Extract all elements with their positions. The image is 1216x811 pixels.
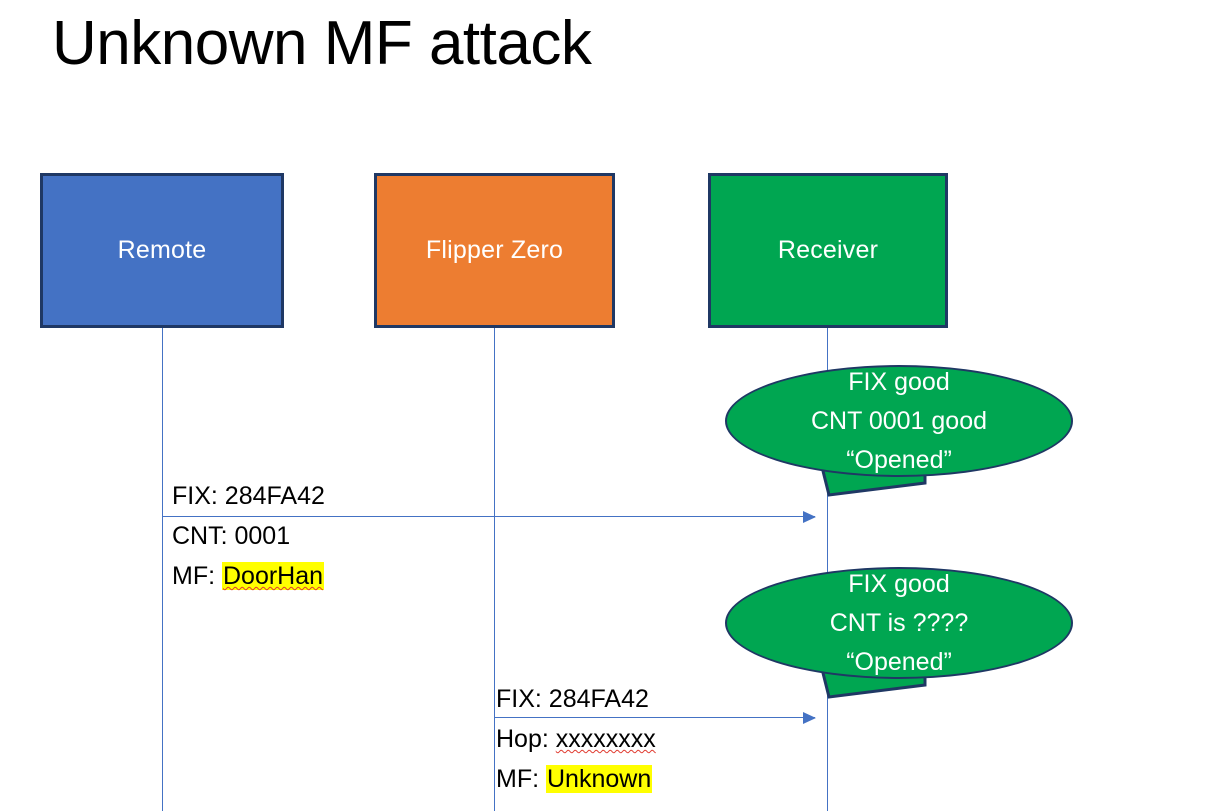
message-line-value: xxxxxxxx	[555, 725, 656, 753]
speech-bubble-line: CNT 0001 good	[810, 406, 988, 435]
speech-bubble-line: FIX good	[848, 569, 950, 598]
lifeline-remote	[162, 328, 163, 811]
message-line-value: 284FA42	[224, 482, 325, 510]
message-arrow-flipper-to-receiver	[495, 711, 816, 724]
message-line-value-highlighted: Unknown	[546, 765, 653, 793]
message-line-prefix: MF:	[496, 765, 546, 793]
actor-box-receiver[interactable]: Receiver	[708, 173, 948, 328]
message-line: MF: DoorHan	[172, 556, 325, 596]
message-line: MF: Unknown	[496, 759, 656, 799]
actor-box-remote[interactable]: Remote	[40, 173, 284, 328]
page-title: Unknown MF attack	[52, 9, 592, 78]
speech-bubble-line: “Opened”	[846, 647, 952, 676]
message-arrow-remote-to-receiver	[163, 510, 816, 523]
message-line: CNT: 0001	[172, 516, 325, 556]
speech-bubble-line: CNT is ????	[829, 608, 969, 637]
message-label-flipper-to-receiver: FIX: 284FA42 Hop: xxxxxxxx MF: Unknown	[496, 679, 656, 799]
message-line: Hop: xxxxxxxx	[496, 719, 656, 759]
lifeline-receiver	[827, 328, 828, 811]
message-line-prefix: FIX:	[172, 482, 225, 510]
message-line: FIX: 284FA42	[496, 679, 656, 719]
speech-bubble-line: “Opened”	[846, 445, 952, 474]
message-line-prefix: MF:	[172, 562, 222, 590]
message-label-remote-to-receiver: FIX: 284FA42 CNT: 0001 MF: DoorHan	[172, 476, 325, 596]
message-line: FIX: 284FA42	[172, 476, 325, 516]
actor-box-flipper-zero[interactable]: Flipper Zero	[374, 173, 615, 328]
message-line-prefix: CNT:	[172, 522, 235, 550]
message-line-prefix: FIX:	[496, 685, 549, 713]
message-line-value: 284FA42	[548, 685, 649, 713]
speech-bubble-body: FIX good CNT is ???? “Opened”	[725, 567, 1073, 679]
lifeline-flipper-zero	[494, 328, 495, 811]
message-line-value-highlighted: DoorHan	[222, 562, 325, 590]
message-line-value: 0001	[234, 522, 291, 550]
speech-bubble-body: FIX good CNT 0001 good “Opened”	[725, 365, 1073, 477]
message-line-prefix: Hop:	[496, 725, 556, 753]
actor-label-remote: Remote	[117, 236, 207, 264]
actor-label-receiver: Receiver	[777, 236, 879, 264]
speech-bubble-line: FIX good	[848, 367, 950, 396]
actor-label-flipper-zero: Flipper Zero	[425, 236, 564, 264]
